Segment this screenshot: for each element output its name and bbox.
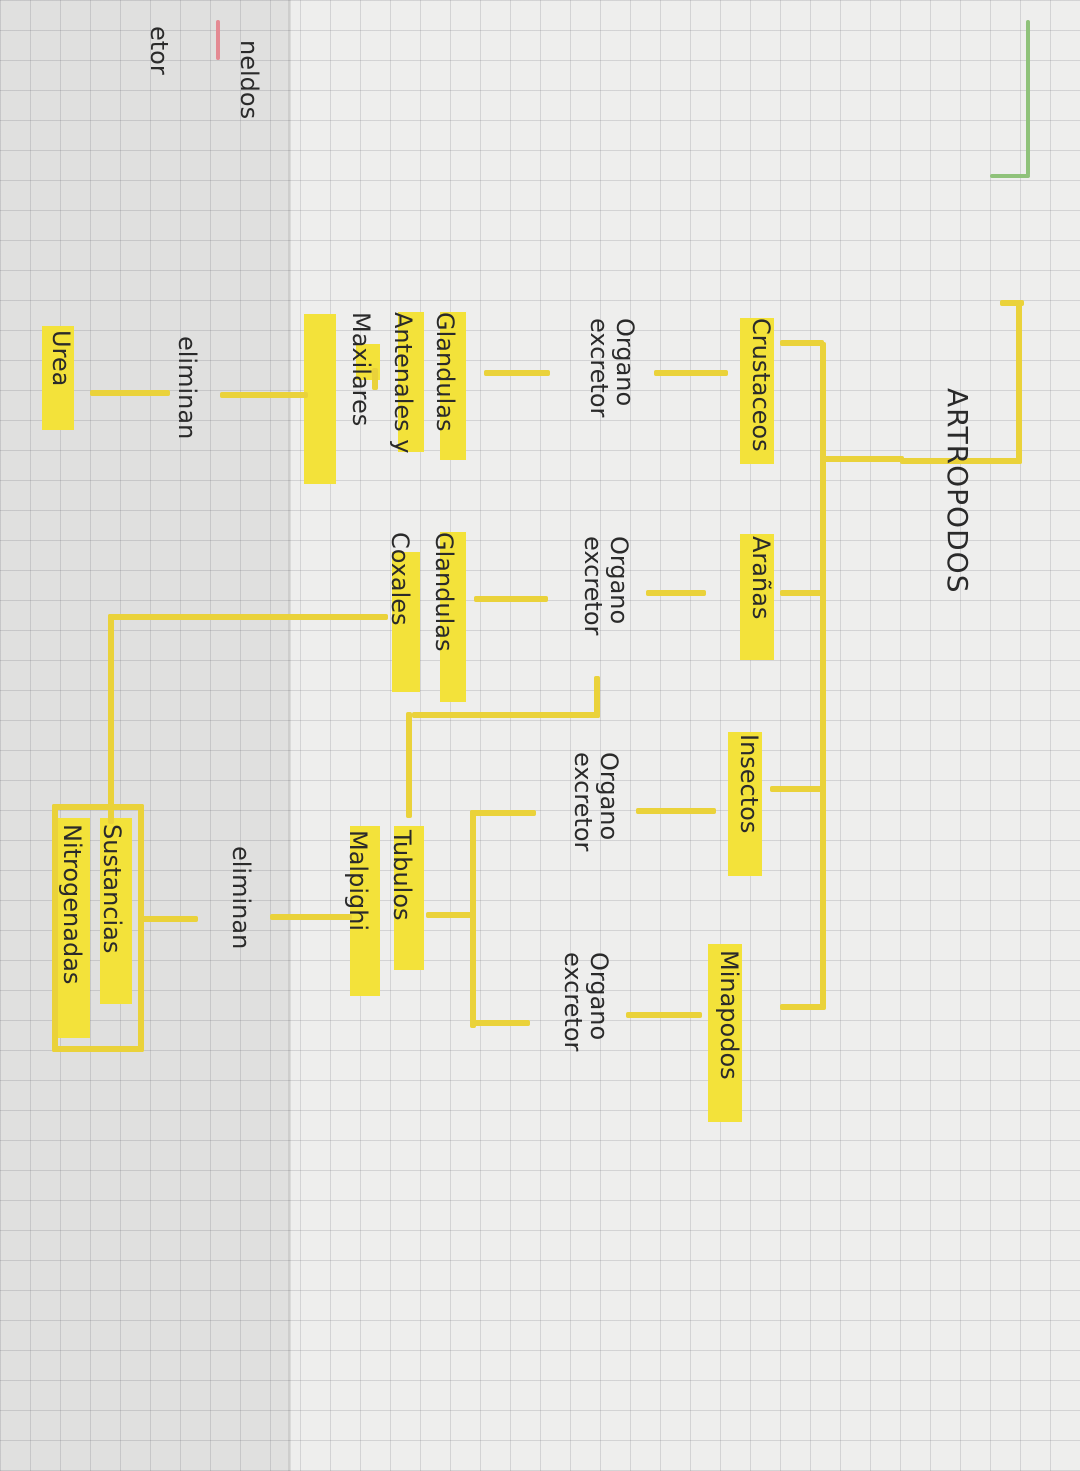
line-top-hook: [1000, 300, 1024, 306]
highlight-tubulos: [394, 826, 424, 970]
line-organ2-glandulas: [474, 596, 548, 602]
line-maxilares-eliminan: [220, 392, 308, 398]
highlight-aranas: [740, 534, 774, 660]
green-mark: [990, 174, 1030, 178]
line-eliminan-urea: [90, 390, 170, 396]
highlight-insectos: [728, 732, 762, 876]
highlight-minapodos: [708, 944, 742, 1122]
line-bracket-to-tubulos: [426, 912, 476, 918]
line-title-to-trunk: [820, 456, 904, 462]
connector-eliminan-2: eliminan: [227, 846, 255, 950]
line-coxales-bracket-top: [412, 712, 600, 718]
box-top: [52, 804, 144, 810]
line-minapodos-organ: [626, 1012, 702, 1018]
edge-fragment-2: etor: [145, 26, 173, 75]
highlight-coxales: [392, 552, 420, 692]
title: ARTROPODOS: [941, 388, 974, 594]
box-bottom: [52, 1046, 144, 1052]
highlight-glandulas-1: [440, 312, 466, 460]
line-crustaceos-organ: [654, 370, 728, 376]
group-minapodos: Minapodos: [715, 950, 743, 1080]
organ-label-2: Organo excretor: [578, 536, 633, 636]
group-crustaceos: Crustaceos: [747, 318, 775, 452]
organ-aranas: Glandulas Coxales: [386, 532, 458, 652]
line-coxales-to-tubulos: [406, 712, 412, 818]
line-insectos-organ: [636, 808, 716, 814]
line-y-small: [372, 368, 378, 390]
line-to-crustaceos: [780, 340, 824, 346]
highlight-maxilares: [304, 314, 336, 484]
line-to-insectos: [770, 786, 824, 792]
line-to-aranas: [780, 590, 824, 596]
line-coxales-to-sustancias: [108, 614, 114, 824]
red-mark: [216, 20, 220, 60]
box-left: [52, 804, 58, 1052]
line-top-vertical: [1016, 300, 1022, 464]
line-coxales-down: [108, 614, 388, 620]
highlight-sustancias: [100, 818, 132, 1004]
page-fold: [288, 0, 291, 1471]
organ-crustaceos: Glandulas Antenales y Maxilares: [347, 312, 459, 454]
output-sustancias: Sustancias Nitrogenadas: [58, 824, 126, 985]
organ-label-1: Organo excretor: [584, 318, 639, 418]
highlight-nitrogenadas: [58, 818, 90, 1038]
organ-label-3: Organo excretor: [568, 752, 623, 852]
line-organ1-glandulas: [484, 370, 550, 376]
highlight-crustaceos: [740, 318, 774, 464]
highlight-antenales: [398, 312, 424, 452]
box-right: [138, 804, 144, 1052]
line-from-title: [900, 458, 1022, 464]
edge-fragment-1: neldos: [235, 40, 263, 120]
line-malpighi-eliminan: [270, 914, 352, 920]
highlight-glandulas-2: [440, 532, 466, 702]
group-aranas: Arañas: [747, 536, 775, 620]
connector-eliminan-1: eliminan: [173, 336, 201, 440]
line-to-minapodos: [780, 1004, 824, 1010]
green-bracket: [1026, 20, 1030, 176]
highlight-urea: [42, 326, 74, 430]
line-eliminan-sustancias: [138, 916, 198, 922]
highlight-malpighi: [350, 826, 380, 996]
line-aranas-organ: [646, 590, 706, 596]
line-insect-minapod-bracket: [470, 810, 476, 1028]
output-urea: Urea: [47, 330, 75, 387]
organ-label-4: Organo excretor: [558, 952, 613, 1052]
line-main-trunk: [820, 342, 826, 1010]
organ-insectos: Tubulos Malpighi: [344, 830, 416, 932]
line-minapodos-bracket: [470, 1020, 530, 1026]
line-insectos-bracket: [470, 810, 536, 816]
line-organ2-hook: [594, 676, 600, 718]
group-insectos: Insectos: [735, 734, 763, 834]
